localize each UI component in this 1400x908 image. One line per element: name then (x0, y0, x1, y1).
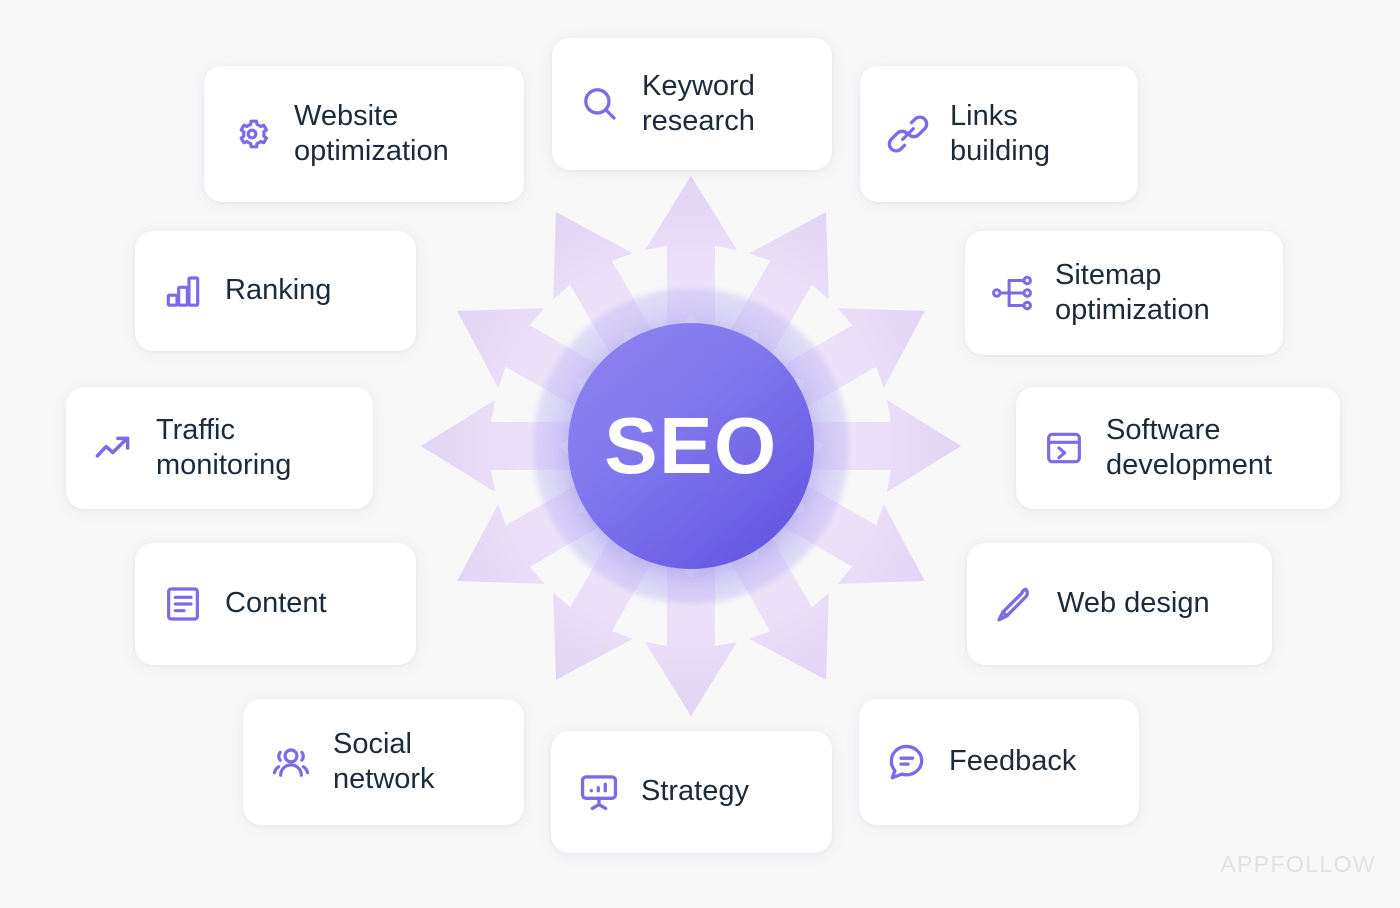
node-label: Social network (333, 727, 435, 795)
link-icon (886, 112, 930, 156)
node-card-ranking[interactable]: Ranking (135, 231, 416, 351)
node-label: Feedback (949, 745, 1077, 778)
chat-bubble-icon (885, 740, 929, 784)
node-card-sitemap-optimization[interactable]: Sitemap optimization (965, 231, 1283, 355)
node-card-strategy[interactable]: Strategy (551, 731, 832, 853)
node-card-social-network[interactable]: Social network (243, 699, 524, 825)
sitemap-icon (991, 271, 1035, 315)
node-label: Content (225, 587, 327, 620)
search-icon (578, 82, 622, 126)
seo-hub: SEO (533, 288, 849, 604)
node-label: Web design (1057, 587, 1210, 620)
pencil-icon (993, 582, 1037, 626)
node-card-keyword-research[interactable]: Keyword research (552, 38, 832, 170)
node-label: Strategy (641, 775, 749, 808)
node-label: Sitemap optimization (1055, 258, 1210, 326)
node-card-content[interactable]: Content (135, 543, 416, 665)
node-card-links-building[interactable]: Links building (860, 66, 1138, 202)
node-card-software-development[interactable]: Software development (1016, 387, 1340, 509)
node-label: Website optimization (294, 99, 449, 167)
node-card-feedback[interactable]: Feedback (859, 699, 1139, 825)
bar-chart-icon (161, 269, 205, 313)
terminal-window-icon (1042, 426, 1086, 470)
users-icon (269, 740, 313, 784)
node-label: Keyword research (642, 69, 755, 137)
node-label: Ranking (225, 274, 332, 307)
gear-icon (230, 112, 274, 156)
presentation-icon (577, 770, 621, 814)
document-icon (161, 582, 205, 626)
node-card-website-optimization[interactable]: Website optimization (204, 66, 524, 202)
node-card-traffic-monitoring[interactable]: Traffic monitoring (66, 387, 373, 509)
appfollow-watermark: APPFOLLOW (1220, 851, 1376, 877)
hub-label: SEO (604, 401, 778, 490)
node-label: Software development (1106, 413, 1273, 481)
node-label: Links building (950, 99, 1050, 167)
node-card-web-design[interactable]: Web design (967, 543, 1272, 665)
trending-up-icon (92, 426, 136, 470)
node-label: Traffic monitoring (156, 413, 292, 481)
hub-circle: SEO (568, 323, 814, 569)
